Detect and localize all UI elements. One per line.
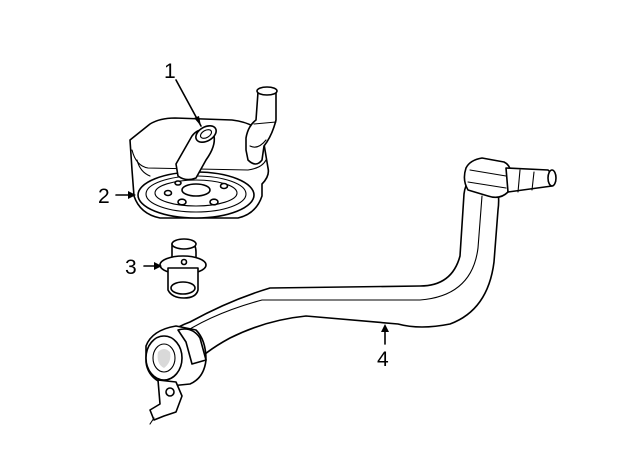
- callout-leaders: [115, 79, 389, 345]
- fitting[interactable]: [159, 238, 207, 299]
- callout-3: 3: [125, 256, 137, 279]
- callout-4: 4: [377, 348, 389, 371]
- callout-1: 1: [164, 60, 176, 83]
- oil-cooler[interactable]: [129, 86, 278, 219]
- callout-2: 2: [98, 185, 110, 208]
- coolant-hose[interactable]: [145, 157, 557, 425]
